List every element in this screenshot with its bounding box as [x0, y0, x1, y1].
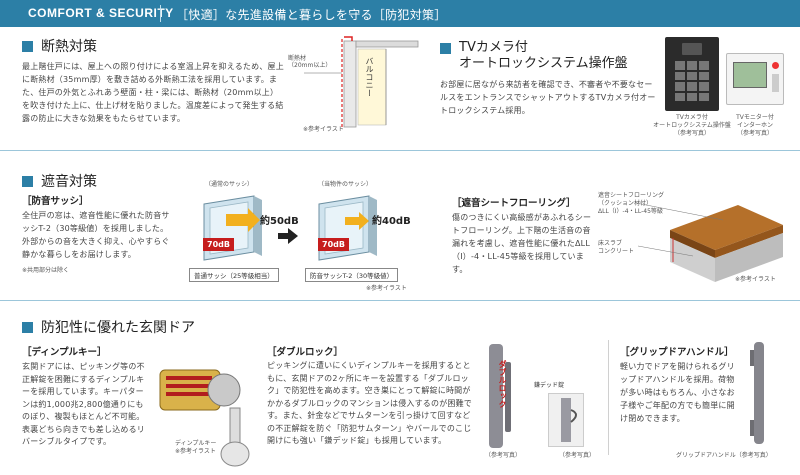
section-marker-icon	[440, 43, 451, 54]
intercom-photo	[726, 53, 784, 105]
kama-label: 鎌デッド錠	[534, 382, 565, 389]
db-in-tag-2: 70dB	[318, 238, 349, 251]
db-out-1: 約50dB	[260, 216, 299, 227]
keypad-icon	[675, 61, 709, 101]
section-marker-icon	[22, 321, 33, 333]
header-bar: COMFORT & SECURITY ［快適］な先進設備と暮らしを守る［防犯対策…	[0, 0, 800, 27]
button-strip-icon	[772, 74, 779, 92]
flooring-label-2: 床スラブ コンクリート	[598, 240, 635, 255]
arrow-right-icon	[278, 228, 298, 244]
monitor-screen-icon	[733, 62, 767, 88]
proof-sash-label: （当物件のサッシ）	[318, 181, 373, 188]
sound-title: 遮音対策	[41, 174, 97, 190]
normal-sash-figure	[198, 190, 270, 266]
grip-handle-subtitle: ［グリップドアハンドル］	[620, 347, 734, 358]
sash-body: 全住戸の窓は、遮音性能に優れた防音サッシT-2（30等級値）を採用しました。外部…	[22, 211, 170, 259]
sash-note: ※共用部分は除く	[22, 267, 70, 274]
door-handle-photo-1	[485, 340, 525, 455]
autolock-panel-photo	[665, 37, 719, 111]
header-divider	[160, 5, 161, 22]
double-lock-subtitle: ［ダブルロック］	[267, 347, 344, 358]
sash-subtitle: ［防音サッシ］	[22, 196, 89, 207]
double-lock-body: ピッキングに遭いにくいディンプルキーを採用するとともに、玄関ドアの2ヶ所にキーを…	[267, 361, 472, 445]
dimple-body: 玄関ドアには、ピッキング等の不正解錠を困難にするディンプルキーを採用しています。…	[22, 362, 145, 446]
grip-handle-caption: グリップドアハンドル（参考写真）	[676, 452, 772, 459]
section-marker-icon	[22, 40, 33, 52]
autolock-caption: TVカメラ付 オートロックシステム操作盤 （参考写真）	[653, 114, 731, 137]
header-title-en: COMFORT & SECURITY	[28, 6, 174, 20]
insulation-body: 最上階住戸には、屋上への照り付けによる室温上昇を抑えるため、屋上に断熱材（35m…	[22, 62, 284, 123]
sash-caption: ※参考イラスト	[366, 285, 407, 292]
dimple-key-caption: ディンプルキー ※参考イラスト	[175, 440, 217, 455]
dimple-key-figure	[140, 350, 255, 470]
deadbolt-photo	[548, 393, 584, 447]
column-divider	[608, 340, 609, 455]
double-lock-label: ダブルロック	[498, 360, 507, 408]
flooring-caption: ※参考イラスト	[735, 276, 776, 283]
section-divider	[0, 150, 800, 151]
insulation-fig-label: 断熱材 （20mm以上）	[288, 55, 332, 69]
tv-heading: TVカメラ付 オートロックシステム操作盤	[440, 40, 628, 71]
section-marker-icon	[22, 175, 33, 187]
intercom-caption: TVモニター付 インターホン （参考写真）	[736, 114, 774, 137]
normal-sash-box: 普通サッシ（25等級相当）	[189, 268, 279, 282]
flooring-subtitle: ［遮音シートフローリング］	[452, 198, 576, 209]
flooring-diagram	[598, 180, 783, 285]
proof-sash-box: 防音サッシT-2（30等級値）	[305, 268, 399, 282]
flooring-label-1: 遮音シートフローリング （クッション材付） ΔLL（I）-4・LL-45等級	[598, 192, 665, 215]
door-heading: 防犯性に優れた玄関ドア	[22, 318, 195, 336]
balcony-label: バルコニー	[365, 57, 374, 97]
flooring-body: 傷のつきにくい高級感があふれるシートフローリング。上下階の生活音の音漏れを考慮し…	[452, 213, 592, 274]
dimple-subtitle: ［ディンプルキー］	[22, 347, 107, 358]
db-out-2: 約40dB	[372, 216, 411, 227]
grip-handle-photo	[748, 340, 774, 448]
photo-caption-1: （参考写真）	[485, 452, 522, 459]
tv-title: TVカメラ付 オートロックシステム操作盤	[459, 40, 628, 71]
tv-body: お部屋に居ながら来訪者を確認でき、不審者や不要なセールスをエントランスでシャット…	[440, 80, 656, 115]
normal-sash-label: （通常のサッシ）	[205, 181, 254, 188]
indicator-icon	[772, 62, 779, 69]
insulation-diagram: 断熱材 （20mm以上） バルコニー	[286, 33, 426, 136]
insulation-title: 断熱対策	[41, 39, 97, 55]
insulation-caption: ※参考イラスト	[303, 126, 344, 133]
photo-caption-2: （参考写真）	[559, 452, 596, 459]
camera-icon	[682, 43, 702, 55]
grip-handle-body: 軽い力でドアを開けられるグリップドアハンドルを採用。荷物が多い時はもちろん、小さ…	[620, 362, 735, 423]
proof-sash-figure	[313, 190, 385, 266]
header-title-jp: ［快適］な先進設備と暮らしを守る［防犯対策］	[176, 8, 447, 22]
db-in-tag-1: 70dB	[203, 238, 234, 251]
door-title: 防犯性に優れた玄関ドア	[41, 320, 195, 336]
insulation-heading: 断熱対策	[22, 37, 97, 55]
section-divider	[0, 300, 800, 301]
sound-heading: 遮音対策	[22, 172, 97, 190]
